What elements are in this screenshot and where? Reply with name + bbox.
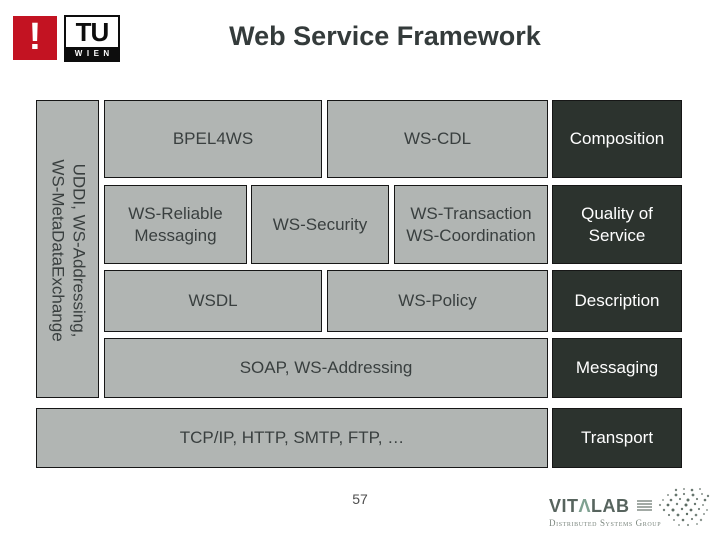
page-number: 57 <box>352 491 368 507</box>
vitalab-smallprint <box>637 500 652 512</box>
wien-logo-text: WIEN <box>66 47 118 60</box>
category-composition: Composition <box>552 100 682 178</box>
box-wsdl: WSDL <box>104 270 322 332</box>
vitalab-subtitle: Distributed Systems Group <box>549 518 662 528</box>
category-messaging: Messaging <box>552 338 682 398</box>
box-tcpip-http-smtp-ftp: TCP/IP, HTTP, SMTP, FTP, … <box>36 408 548 468</box>
vitalab-wordmark: VITΛLAB <box>549 496 630 517</box>
category-transport: Transport <box>552 408 682 468</box>
tu-logo-text: TU <box>75 16 110 47</box>
box-soap-ws-addressing: SOAP, WS-Addressing <box>104 338 548 398</box>
category-quality-of-service: Quality of Service <box>552 185 682 264</box>
side-bar-box: UDDI, WS-Addressing, WS-MetaDataExchange <box>36 100 99 398</box>
box-ws-policy: WS-Policy <box>327 270 548 332</box>
vitalab-wordmark-left: VIT <box>549 496 579 516</box>
dot-pattern-icon <box>658 488 710 527</box>
box-ws-cdl: WS-CDL <box>327 100 548 178</box>
vitalab-logo: VITΛLAB Distributed Systems Group <box>549 494 719 532</box>
vitalab-lambda-icon: Λ <box>578 496 592 516</box>
tu-wien-exclamation-logo: ! <box>13 16 57 60</box>
box-bpel4ws: BPEL4WS <box>104 100 322 178</box>
slide-title: Web Service Framework <box>229 21 541 51</box>
box-ws-security: WS-Security <box>251 185 389 264</box>
side-bar-label: UDDI, WS-Addressing, WS-MetaDataExchange <box>48 158 89 342</box>
category-description: Description <box>552 270 682 332</box>
exclamation-icon: ! <box>28 16 42 58</box>
tu-wien-logo: TU WIEN <box>64 15 120 62</box>
vitalab-wordmark-right: LAB <box>591 496 630 516</box>
box-ws-reliable-messaging: WS-Reliable Messaging <box>104 185 247 264</box>
box-ws-transaction-coordination: WS-Transaction WS-Coordination <box>394 185 548 264</box>
